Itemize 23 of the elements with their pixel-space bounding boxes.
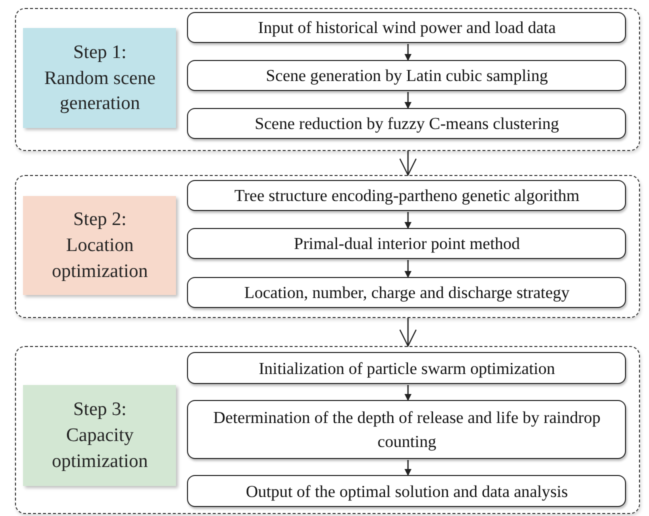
arrow bbox=[399, 151, 417, 176]
process-box: Output of the optimal solution and data analysis bbox=[187, 475, 626, 508]
step-label-box: Step 2: Location optimization bbox=[23, 196, 176, 296]
process-box: Scene reduction by fuzzy C-means clustering bbox=[187, 108, 626, 140]
dashed-group-frame bbox=[15, 8, 640, 151]
step-label-box: Step 3: Capacity optimization bbox=[23, 385, 176, 486]
dashed-group-frame bbox=[15, 175, 640, 318]
process-box: Location, number, charge and discharge strategy bbox=[187, 277, 626, 308]
arrow bbox=[404, 92, 412, 109]
arrow bbox=[404, 460, 412, 476]
arrow bbox=[404, 385, 412, 401]
process-box: Initialization of particle swarm optimization bbox=[187, 352, 626, 384]
process-box: Primal-dual interior point method bbox=[187, 228, 626, 260]
process-box: Tree structure encoding-partheno genetic algorithm bbox=[187, 180, 626, 212]
process-box: Determination of the depth of release and life by raindrop counting bbox=[187, 400, 626, 460]
process-box: Scene generation by Latin cubic sampling bbox=[187, 60, 626, 92]
dashed-group-frame bbox=[15, 346, 640, 514]
arrow bbox=[404, 44, 412, 61]
arrow bbox=[404, 212, 412, 229]
process-box: Input of historical wind power and load data bbox=[187, 12, 626, 44]
step-label-box: Step 1: Random scene generation bbox=[23, 28, 176, 128]
arrow bbox=[399, 318, 417, 347]
arrow bbox=[404, 260, 412, 278]
